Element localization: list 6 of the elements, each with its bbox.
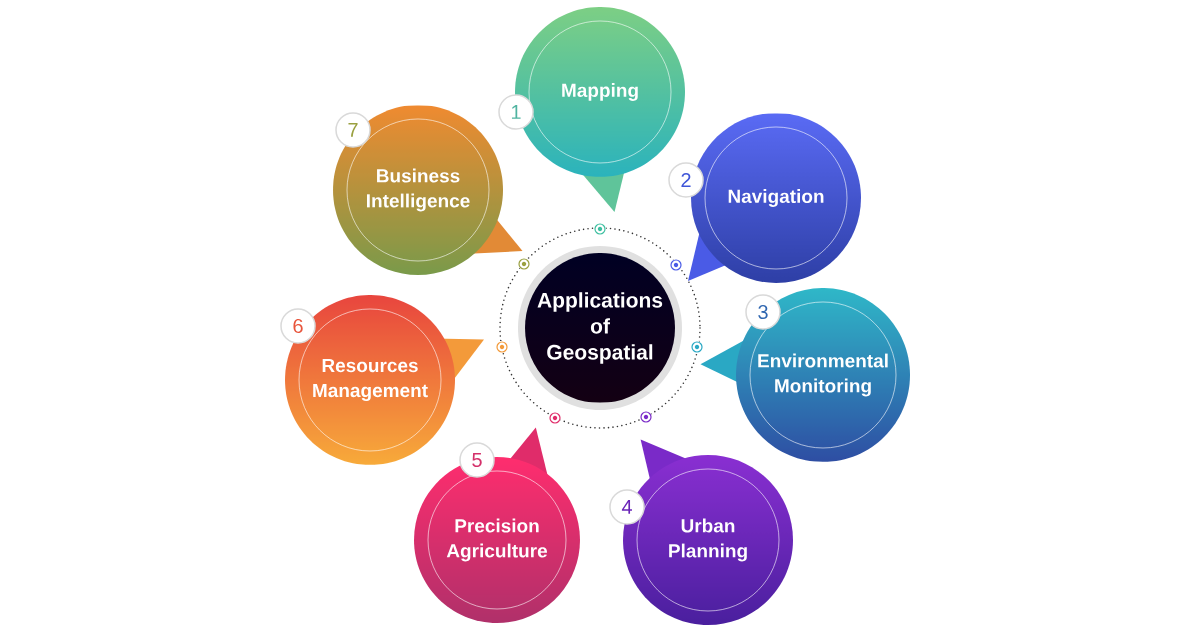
- number-badge: 1: [498, 94, 534, 130]
- number-badge: 4: [609, 489, 645, 525]
- number-badge: 6: [280, 308, 316, 344]
- number-badge: 7: [335, 112, 371, 148]
- number-badge: 3: [745, 294, 781, 330]
- number-badge: 5: [459, 442, 495, 478]
